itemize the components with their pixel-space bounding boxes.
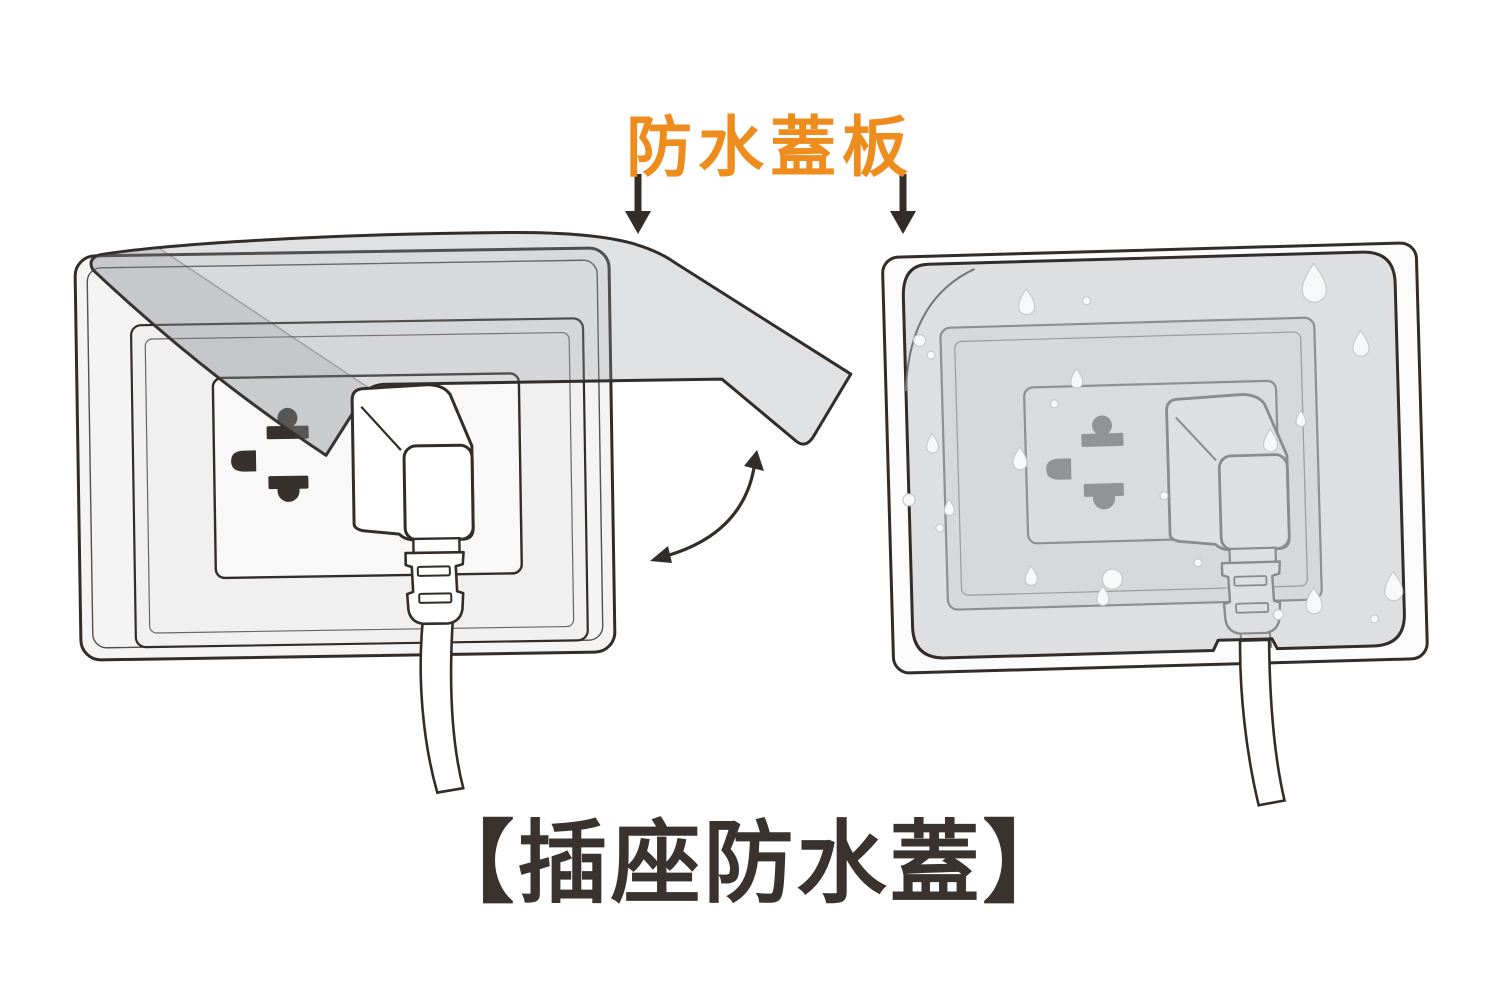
water-drop-icon: [1352, 329, 1370, 357]
figure-cover-open: [73, 230, 853, 795]
water-drop-icon: [902, 493, 916, 507]
lid-fold-line: [158, 247, 371, 390]
water-drop-icon: [1305, 586, 1323, 615]
water-drop-icon: [926, 432, 940, 454]
slot-left: [1046, 458, 1072, 480]
outlet-frame-inner-edge: [144, 331, 575, 634]
water-droplets: [902, 262, 1404, 624]
plug-chamfer-line: [1175, 416, 1217, 461]
plug-grip-slit: [418, 592, 453, 604]
plug-front-face: [402, 443, 475, 542]
lid-shading-band: [91, 247, 370, 456]
water-drop-icon: [1263, 428, 1279, 453]
water-drop-icon: [1018, 287, 1036, 316]
figure-cover-closed: [881, 241, 1429, 807]
slot-bottom-round: [277, 487, 300, 502]
water-drop-icon: [1024, 564, 1038, 586]
waterproof-lid-closed: [901, 250, 1406, 660]
caption: 【插座防水蓋】: [424, 814, 1076, 914]
water-drop-icon: [1096, 584, 1110, 606]
plug-cable: [419, 621, 465, 795]
water-drop-icon: [1070, 367, 1084, 389]
annotation-label: 防水蓋板: [626, 110, 914, 184]
plug-grip-slit: [1235, 602, 1270, 614]
slot-left: [231, 450, 257, 472]
water-drop-icon: [913, 333, 927, 348]
water-drop-icon: [1301, 262, 1327, 303]
water-drop-icon: [1193, 558, 1203, 568]
plug-cable: [1238, 638, 1287, 807]
outlet-frame-inner-edge: [954, 331, 1308, 596]
lid-corner-curve: [904, 268, 976, 391]
down-arrow-icon: [625, 174, 651, 234]
water-drop-icon: [1295, 409, 1307, 428]
power-plug-under-cover: [1165, 393, 1291, 649]
power-plug: [350, 383, 475, 795]
water-drop-icon: [1272, 609, 1284, 621]
water-drop-icon: [1159, 491, 1169, 501]
water-drop-icon: [926, 350, 936, 360]
water-drop-icon: [943, 498, 955, 517]
socket-slots: [1046, 415, 1124, 510]
swing-arc: [665, 467, 756, 558]
waterproof-lid-open: [89, 230, 853, 457]
water-drop-icon: [935, 523, 945, 533]
slot-bottom-bar: [268, 475, 309, 490]
arrowhead-down: [650, 546, 672, 563]
arrowhead-up: [744, 450, 764, 471]
water-drop-icon: [1384, 570, 1404, 602]
plug-chamfer-line: [360, 405, 402, 451]
slot-top-bar: [1081, 432, 1124, 448]
plug-grip-slit: [416, 565, 451, 577]
plug-grip: [404, 550, 465, 626]
curved-double-arrow-icon: [650, 450, 764, 563]
plug-grip-slit: [1233, 575, 1268, 587]
slot-bottom-round: [1092, 495, 1116, 510]
water-drop-icon: [1369, 614, 1380, 624]
water-drop-icon: [1081, 296, 1092, 306]
water-drop-icon: [1049, 399, 1059, 409]
slot-top-round: [277, 407, 298, 428]
slot-top-round: [1092, 415, 1113, 436]
slot-bottom-bar: [1083, 482, 1124, 497]
water-drop-icon: [1012, 446, 1028, 471]
down-arrow-icon: [890, 174, 916, 234]
water-drop-icon: [1101, 568, 1123, 590]
